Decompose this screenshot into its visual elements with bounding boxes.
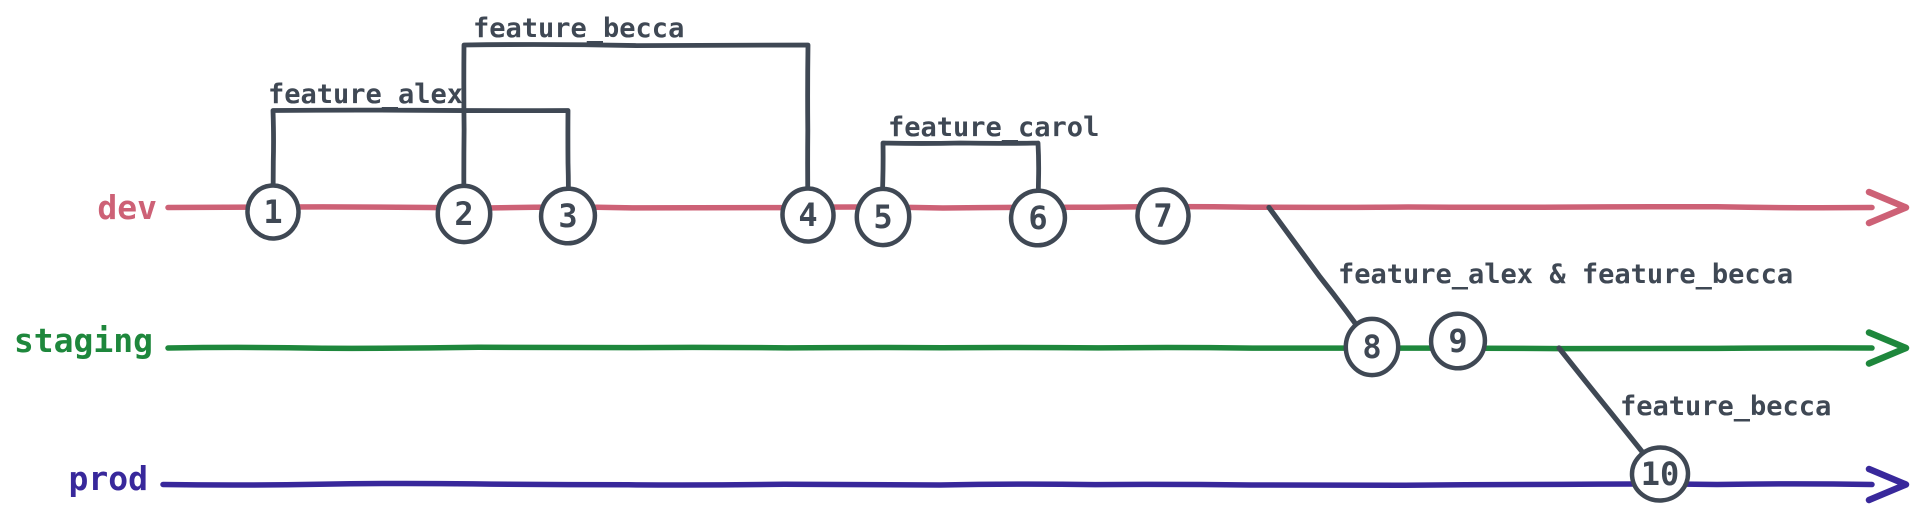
branch-label-staging: staging: [14, 321, 153, 360]
labels-layer: dev staging prod feature_alex & feature_bec…: [14, 13, 1831, 498]
commit-node-4: [780, 186, 836, 244]
commit-node-10: [1629, 445, 1691, 503]
commit-node-8: [1343, 316, 1401, 378]
feature-bracket-feature_becca: [461, 42, 811, 218]
commit-number-9: 9: [1448, 322, 1467, 360]
commit-node-9: [1428, 311, 1488, 371]
commit-node-2: [435, 183, 493, 245]
arrow-right-icon-dev: [1865, 188, 1910, 227]
feature-bracket-label-feature_carol: feature_carol: [888, 112, 1099, 143]
commit-number-8: 8: [1362, 328, 1381, 366]
merge-label-1: feature_alex & feature_becca: [1338, 259, 1793, 290]
branch-line-prod: [160, 480, 1875, 488]
commit-node-5: [854, 186, 912, 248]
commit-number-7: 7: [1153, 197, 1172, 235]
commit-number-5: 5: [873, 198, 892, 236]
commit-number-6: 6: [1028, 199, 1047, 237]
branch-line-staging: [165, 344, 1875, 352]
commit-node-6: [1008, 188, 1068, 248]
arrow-right-icon-staging: [1865, 329, 1910, 367]
commit-nodes-layer: [245, 183, 1691, 503]
commit-node-7: [1135, 187, 1191, 245]
feature-bracket-label-feature_alex: feature_alex: [268, 79, 463, 110]
branch-label-dev: dev: [97, 188, 157, 227]
feature-bracket-label-feature_becca: feature_becca: [473, 13, 684, 44]
commit-node-3: [538, 186, 598, 246]
commit-number-2: 2: [454, 195, 473, 233]
arrow-right-icon-prod: [1865, 465, 1910, 504]
branch-label-prod: prod: [69, 459, 148, 498]
commit-number-4: 4: [798, 196, 817, 234]
commit-number-10: 10: [1641, 455, 1680, 493]
merge-label-2: feature_becca: [1620, 391, 1831, 422]
commit-number-1: 1: [263, 193, 282, 231]
commit-node-1: [245, 183, 301, 241]
commit-number-3: 3: [558, 197, 577, 235]
feature-bracket-feature_alex: [270, 107, 571, 219]
